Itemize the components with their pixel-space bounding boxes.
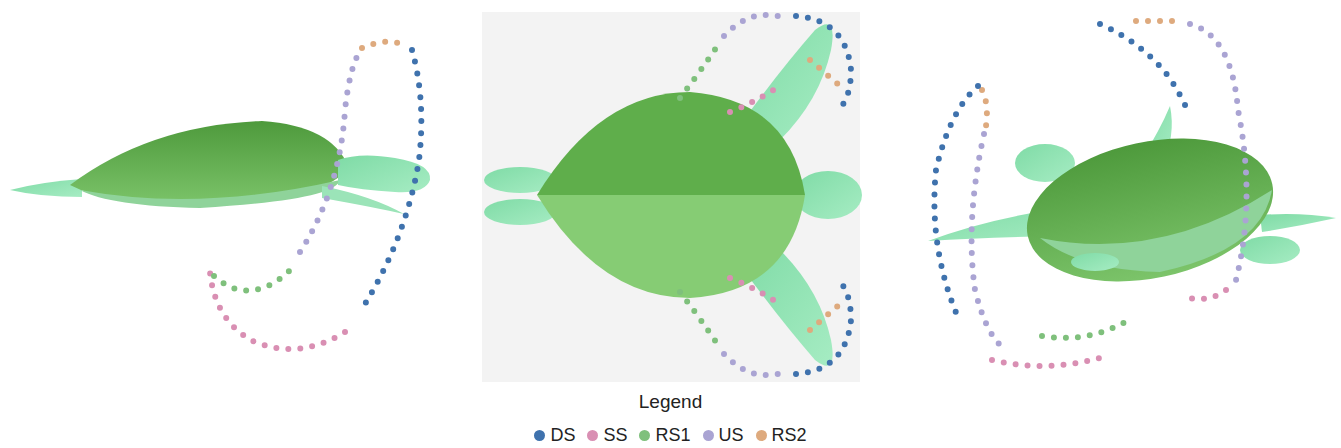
legend-text: RS2 bbox=[772, 425, 807, 446]
legend-text: US bbox=[719, 425, 744, 446]
legend-swatch bbox=[756, 430, 767, 441]
legend-item: RS2 bbox=[756, 425, 807, 446]
legend-text: RS1 bbox=[655, 425, 690, 446]
legend-text: SS bbox=[603, 425, 627, 446]
legend-heading: Legend bbox=[639, 391, 702, 412]
legend-item: SS bbox=[587, 425, 627, 446]
legend-swatch bbox=[639, 430, 650, 441]
top-view bbox=[482, 12, 862, 382]
legend-item: RS1 bbox=[639, 425, 690, 446]
legend-swatch bbox=[703, 430, 714, 441]
legend-item: DS bbox=[534, 425, 575, 446]
side-view bbox=[10, 42, 430, 349]
legend-text: DS bbox=[550, 425, 575, 446]
legend-row: DS SS RS1 US RS2 bbox=[0, 425, 1341, 446]
legend-title: Legend bbox=[0, 391, 1341, 413]
oblique-view bbox=[928, 21, 1336, 366]
legend-swatch bbox=[587, 430, 598, 441]
legend-item: US bbox=[703, 425, 744, 446]
legend-swatch bbox=[534, 430, 545, 441]
